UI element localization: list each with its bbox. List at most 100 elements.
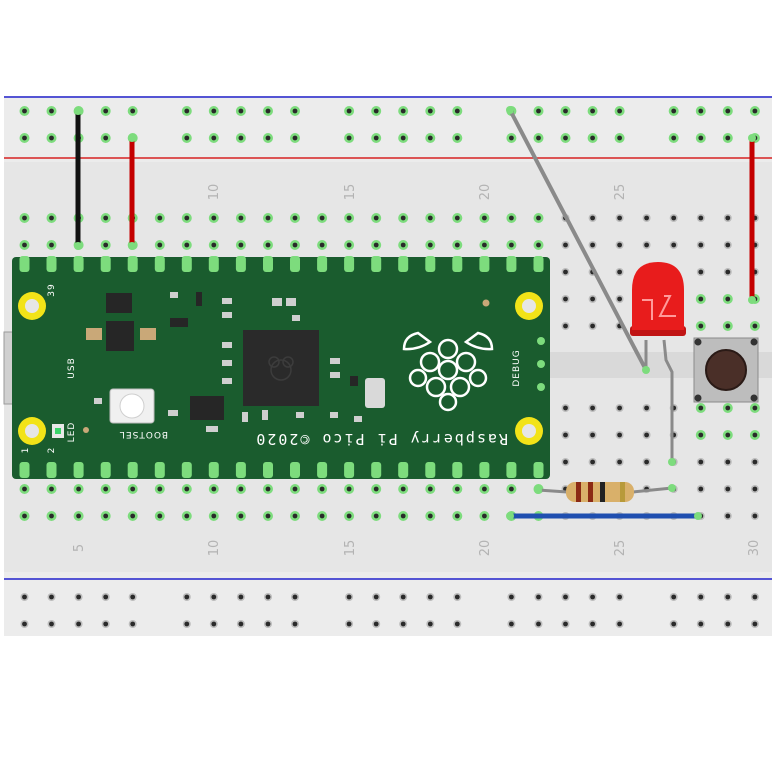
- breadboard-hole-center: [671, 621, 677, 627]
- breadboard-hole-center: [698, 323, 704, 329]
- breadboard-hole-center: [319, 215, 325, 221]
- breadboard-hole-center: [725, 432, 731, 438]
- breadboard-hole-center: [157, 513, 163, 519]
- breadboard-hole-center: [346, 108, 352, 114]
- breadboard-hole-center: [49, 621, 54, 627]
- breadboard-hole-center: [644, 405, 649, 411]
- breadboard-hole-center: [346, 621, 352, 627]
- breadboard-hole-center: [509, 135, 514, 141]
- pico-pin-pad: [479, 256, 490, 272]
- pico-pin-pad: [208, 462, 219, 478]
- push-button[interactable]: [693, 337, 759, 403]
- led-label: LED: [67, 422, 77, 443]
- pico-pin-pad: [263, 462, 273, 478]
- breadboard-hole-center: [103, 486, 109, 492]
- breadboard-hole-center: [725, 486, 731, 492]
- breadboard-hole-center: [22, 513, 27, 519]
- breadboard-hole-center: [725, 621, 731, 627]
- breadboard-hole-center: [752, 459, 758, 465]
- breadboard-hole-center: [454, 621, 460, 627]
- breadboard-hole-center: [22, 486, 27, 492]
- column-number: 25: [613, 184, 628, 201]
- breadboard-hole-center: [509, 594, 514, 600]
- push-button-cap[interactable]: [705, 349, 747, 391]
- breadboard-hole-center: [590, 242, 595, 248]
- breadboard-hole-center: [211, 215, 217, 221]
- breadboard-hole-center: [238, 486, 244, 492]
- breadboard-hole-center: [725, 135, 731, 141]
- breadboard-hole-center: [184, 135, 190, 141]
- breadboard-hole-center: [725, 269, 731, 275]
- breadboard-hole-center: [698, 486, 704, 492]
- breadboard-hole-center: [536, 135, 541, 141]
- breadboard-hole-center: [103, 215, 109, 221]
- pico-pin-pad: [452, 256, 463, 272]
- pin-39-label: 39: [47, 283, 57, 296]
- breadboard-hole-center: [400, 242, 406, 248]
- breadboard-hole-center: [211, 242, 217, 248]
- bootsel-button[interactable]: [109, 388, 155, 424]
- breadboard-hole-center: [346, 135, 352, 141]
- breadboard-hole-center: [22, 215, 27, 221]
- breadboard-hole-center: [427, 242, 433, 248]
- breadboard-hole-center: [617, 459, 622, 465]
- breadboard-hole-center: [400, 108, 406, 114]
- pico-pin-pad: [425, 462, 436, 478]
- resistor: [537, 482, 673, 502]
- pico-pin-pad: [317, 462, 328, 478]
- breadboard-hole-center: [752, 323, 758, 329]
- breadboard-hole-center: [157, 486, 163, 492]
- breadboard-hole-center: [346, 513, 352, 519]
- pico-pin-pad: [398, 462, 409, 478]
- pico-pin-pad: [452, 462, 463, 478]
- pico-pin-pad: [371, 462, 382, 478]
- breadboard-hole-center: [373, 486, 379, 492]
- breadboard-hole-center: [130, 108, 136, 114]
- breadboard-hole-center: [346, 486, 352, 492]
- pico-pin-pad: [73, 256, 84, 272]
- breadboard-hole-center: [617, 405, 622, 411]
- breadboard-hole-center: [536, 215, 541, 221]
- wire-ends: [74, 106, 756, 520]
- breadboard-hole-center: [292, 594, 298, 600]
- breadboard-hole-center: [319, 242, 325, 248]
- crystal: [365, 378, 385, 408]
- breadboard-hole-center: [590, 459, 595, 465]
- breadboard-hole-center: [211, 621, 217, 627]
- breadboard-hole-center: [427, 594, 433, 600]
- breadboard-hole-center: [644, 215, 649, 221]
- breadboard-hole-center: [292, 135, 298, 141]
- breadboard-hole-center: [698, 621, 704, 627]
- wires: [75, 108, 755, 519]
- breadboard-hole-center: [292, 621, 298, 627]
- breadboard-hole-center: [130, 513, 136, 519]
- breadboard-hole-center: [725, 459, 731, 465]
- raspberry-pi-pico[interactable]: Raspberry Pi Pico ©2020 BOOTSEL USB DEBU…: [3, 256, 550, 479]
- breadboard-hole-center: [373, 513, 379, 519]
- breadboard-hole-center: [157, 215, 163, 221]
- pin-2-label: 2: [47, 447, 57, 454]
- pico-pin-pad: [479, 462, 490, 478]
- breadboard-hole-center: [752, 621, 758, 627]
- breadboard-hole-center: [454, 242, 460, 248]
- pico-pin-pad: [208, 256, 219, 272]
- breadboard-hole-center: [319, 486, 325, 492]
- breadboard-hole-center: [536, 621, 541, 627]
- breadboard-hole-center: [400, 215, 406, 221]
- breadboard-hole-center: [373, 135, 379, 141]
- breadboard-hole-center: [617, 135, 622, 141]
- breadboard-hole-center: [265, 108, 271, 114]
- breadboard-hole-center: [644, 432, 649, 438]
- breadboard-hole-center: [671, 135, 677, 141]
- breadboard-hole-center: [698, 135, 704, 141]
- column-number: 15: [343, 540, 358, 557]
- smd-components: [83, 292, 490, 433]
- breadboard-hole-center: [427, 486, 433, 492]
- breadboard-hole-center: [400, 594, 406, 600]
- breadboard-hole-center: [536, 242, 541, 248]
- breadboard-hole-center: [698, 242, 704, 248]
- breadboard-hole-center: [427, 621, 433, 627]
- pico-pin-pad: [127, 256, 138, 272]
- breadboard-hole-center: [184, 108, 190, 114]
- breadboard-hole-center: [373, 594, 379, 600]
